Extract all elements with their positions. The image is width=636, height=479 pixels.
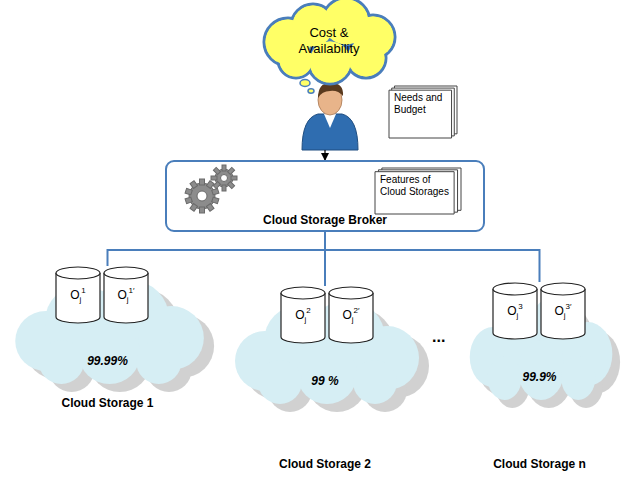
storage-cylinder-node: Oj2 bbox=[280, 286, 326, 344]
storage-name: Cloud Storage n bbox=[462, 457, 617, 471]
doc-node: Features of Cloud Storages bbox=[375, 168, 461, 214]
thought-bubbles bbox=[300, 80, 314, 94]
document-text: Needs and Budget bbox=[394, 92, 452, 116]
object-replica: Oj1 bbox=[55, 286, 101, 304]
cloud-node: 99.99%Cloud Storage 1Oj1Oj1′ bbox=[5, 266, 210, 388]
broker-title: Cloud Storage Broker bbox=[167, 213, 483, 227]
object-replica: Oj2 bbox=[280, 306, 326, 324]
storage-cylinder-node: Oj2′ bbox=[328, 286, 374, 344]
cloud-shape bbox=[462, 282, 617, 404]
thought-node: Cost & Availability bbox=[258, 2, 400, 80]
storage-name: Cloud Storage 2 bbox=[225, 457, 425, 471]
broker-node: Cloud Storage Broker Features of Cloud St… bbox=[165, 160, 485, 232]
tree-connector bbox=[108, 232, 326, 266]
object-replica: Oj3′ bbox=[540, 302, 586, 320]
gears-icon bbox=[185, 165, 237, 213]
availability-label: 99.99% bbox=[5, 354, 210, 368]
object-replica: Oj2′ bbox=[328, 306, 374, 324]
cloud-node: 99.9%Cloud Storage nOj3Oj3′ bbox=[462, 282, 617, 404]
storage-cylinder-node: Oj3′ bbox=[540, 282, 586, 340]
availability-label: 99 % bbox=[225, 374, 425, 388]
object-replica: Oj3 bbox=[492, 302, 538, 320]
object-replica: Oj1′ bbox=[103, 286, 149, 304]
storage-cylinder-node: Oj1 bbox=[55, 266, 101, 324]
thought-text: Cost & Availability bbox=[280, 25, 378, 57]
storage-cylinder-node: Oj3 bbox=[492, 282, 538, 340]
cloud-node: 99 %Cloud Storage 2Oj2Oj2′ bbox=[225, 286, 425, 408]
document-text: Features of Cloud Storages bbox=[380, 174, 456, 198]
ellipsis-label: ... bbox=[432, 328, 445, 346]
request-arrow bbox=[324, 150, 325, 160]
person-icon bbox=[302, 83, 358, 150]
tree-connector bbox=[325, 232, 540, 282]
availability-label: 99.9% bbox=[462, 370, 617, 384]
doc-node: Needs and Budget bbox=[389, 86, 457, 138]
storage-cylinder-node: Oj1′ bbox=[103, 266, 149, 324]
storage-name: Cloud Storage 1 bbox=[5, 396, 210, 410]
